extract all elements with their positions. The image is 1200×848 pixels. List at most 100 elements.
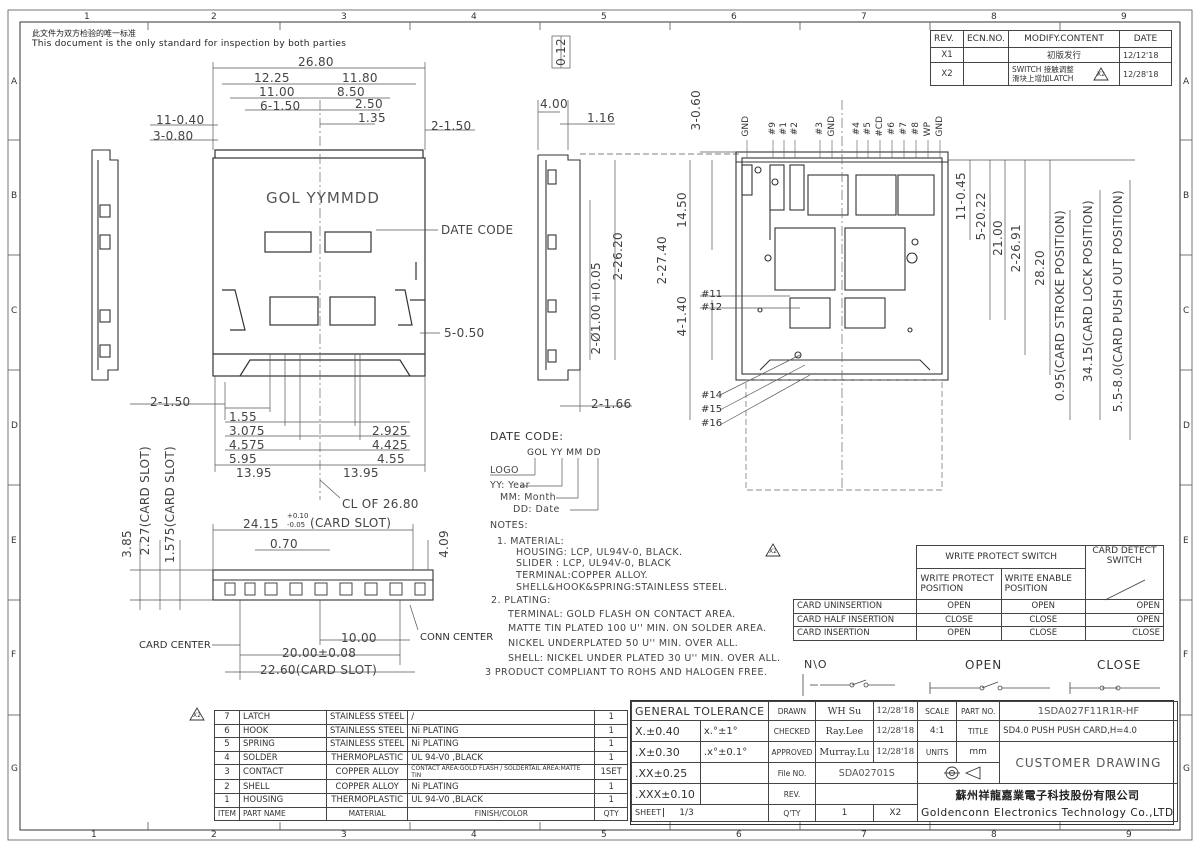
date-code-mm: MM: Month <box>500 492 556 503</box>
rev-header-date: DATE <box>1119 30 1172 48</box>
bom-header-qty: QTY <box>594 806 628 822</box>
dim-2-925: 2.925 <box>372 424 408 438</box>
bom-qty-4: 1 <box>594 750 628 766</box>
dim-3-075: 3.075 <box>229 424 265 438</box>
col-5-top: 5 <box>601 12 607 22</box>
date-code-title: DATE CODE: <box>490 430 564 443</box>
scale-label: SCALE <box>917 701 958 721</box>
dim-0-70: 0.70 <box>270 537 298 551</box>
rev-label: REV. <box>767 783 817 805</box>
rev-row2-ecn <box>963 62 1009 86</box>
pin-label-12: #12 <box>701 302 723 313</box>
row-card-half-we: CLOSE <box>1000 612 1086 628</box>
dim-1-16: 1.16 <box>587 111 615 125</box>
pin-2: #2 <box>790 122 800 136</box>
notes-line-4: TERMINAL:COPPER ALLOY. <box>516 570 649 581</box>
pin-5: #5 <box>863 122 873 136</box>
outer-frame <box>7 9 1193 841</box>
file-no-label: File NO. <box>767 762 817 784</box>
approved-date: 12/28'18 <box>872 741 919 763</box>
dim-2-27-40: 2-27.40 <box>655 236 669 285</box>
col-1-top: 1 <box>84 12 90 22</box>
row-g-right: G <box>1183 764 1190 774</box>
drawn-by: WH Su <box>815 701 874 721</box>
col-8-top: 8 <box>991 12 997 22</box>
pin-gnd-1: GND <box>741 116 751 137</box>
sheet-value: 1/3 <box>679 808 694 818</box>
qty-value: 1 <box>815 804 874 822</box>
col-7-bottom: 7 <box>861 830 867 840</box>
bom-name-1: HOUSING <box>239 792 328 808</box>
col-3-top: 3 <box>341 12 347 22</box>
notes-line-2: HOUSING: LCP, UL94V-0, BLACK. <box>516 547 683 558</box>
rev-row2-content: SWITCH 接触调整 <box>1012 65 1074 74</box>
date-code-callout: DATE CODE <box>441 223 514 237</box>
dim-8-50: 8.50 <box>337 85 365 99</box>
bom-no-4: 4 <box>213 750 241 766</box>
row-card-insertion-wp: OPEN <box>916 626 1002 641</box>
card-outline <box>745 100 943 491</box>
tol-x3: .XXX±0.10 <box>631 783 701 805</box>
col-9-bottom: 9 <box>1126 830 1132 840</box>
row-d-left: D <box>11 421 18 431</box>
pin-label-14: #14 <box>701 390 723 401</box>
notes-line-1: 1. MATERIAL: <box>497 536 565 547</box>
bom-qty-5: 1 <box>594 737 628 752</box>
pin-7: #7 <box>899 122 909 136</box>
switch-open-label: OPEN <box>965 658 1003 672</box>
cl-of-26-80: CL OF 26.80 <box>342 497 419 511</box>
drawn-label: DRAWN <box>767 701 817 721</box>
bom-name-4: SOLDER <box>239 750 328 766</box>
dim-13-95-right: 13.95 <box>343 466 379 480</box>
dim-1-55: 1.55 <box>229 410 257 424</box>
inner-frame <box>19 21 1181 831</box>
notes-line-11: 3 PRODUCT COMPLIANT TO ROHS AND HALOGEN … <box>485 667 768 678</box>
side-dims <box>537 35 740 412</box>
pin-6: #6 <box>887 122 897 136</box>
notes-line-7: TERMINAL: GOLD FLASH ON CONTACT AREA. <box>508 609 736 620</box>
checked-by: Ray.Lee <box>815 720 874 742</box>
bom-qty-2: 1 <box>594 779 628 794</box>
row-d-right: D <box>1183 421 1190 431</box>
frame-ticks <box>8 22 1192 830</box>
rev-value: X2 <box>872 804 919 822</box>
row-g-left: G <box>11 764 18 774</box>
customer-drawing: CUSTOMER DRAWING <box>999 741 1178 784</box>
pin-3: #3 <box>815 122 825 136</box>
dim-2-50: 2.50 <box>355 97 383 111</box>
row-e-right: E <box>1183 536 1189 546</box>
revision-table: REV. ECN.NO. MODIFY.CONTENT DATE X1 初版发行… <box>930 30 1172 86</box>
rev-triangle-label-top: X2 <box>1097 71 1105 78</box>
front-view <box>212 149 426 377</box>
wp-position-header: WRITE PROTECT POSITION <box>916 568 1002 600</box>
write-protect-header: WRITE PROTECT SWITCH <box>916 545 1086 569</box>
bom-no-5: 5 <box>213 737 241 752</box>
tol-x3-deg <box>699 783 769 805</box>
company-cn: 蘇州祥龍嘉業電子科技股份有限公司 <box>955 788 1140 802</box>
dim-5-95: 5.95 <box>229 452 257 466</box>
bom-no-1: 1 <box>213 792 241 808</box>
dim-2-27-card-slot: 2.27(CARD SLOT) <box>138 446 152 556</box>
col-6-bottom: 6 <box>736 830 742 840</box>
col-8-bottom: 8 <box>991 830 997 840</box>
row-f-right: F <box>1183 650 1189 660</box>
col-7-top: 7 <box>861 12 867 22</box>
units-value: mm <box>956 741 1001 763</box>
notes-line-10: SHELL: NICKEL UNDER PLATED 30 U'' MIN. O… <box>508 653 781 664</box>
row-card-insertion-cd: CLOSE <box>1084 626 1165 641</box>
company-en: Goldenconn Electronics Technology Co.,LT… <box>921 806 1174 819</box>
tol-x: X.±0.40 <box>631 720 701 742</box>
bom-table: 7 LATCH STAINLESS STEEL / 1 6 HOOK STAIN… <box>213 710 628 822</box>
bom-header-finish: FINISH/COLOR <box>407 806 596 822</box>
tol-x2: .XX±0.25 <box>631 762 701 784</box>
dim-0-12: 0.12 <box>554 38 568 66</box>
right-dims <box>689 140 1135 440</box>
sheet-label: SHEET <box>632 808 664 817</box>
dim-2-1-50-bottom: 2-1.50 <box>150 395 191 409</box>
bom-mat-4: THERMOPLASTIC <box>326 750 409 766</box>
dim-card-stroke: 0.95(CARD STROKE POSITION) <box>1053 210 1067 401</box>
header-cn: 此文件为双方检验的唯一标准 <box>32 29 136 38</box>
rev-row1-rev: X1 <box>930 47 964 63</box>
side-view <box>537 154 581 381</box>
